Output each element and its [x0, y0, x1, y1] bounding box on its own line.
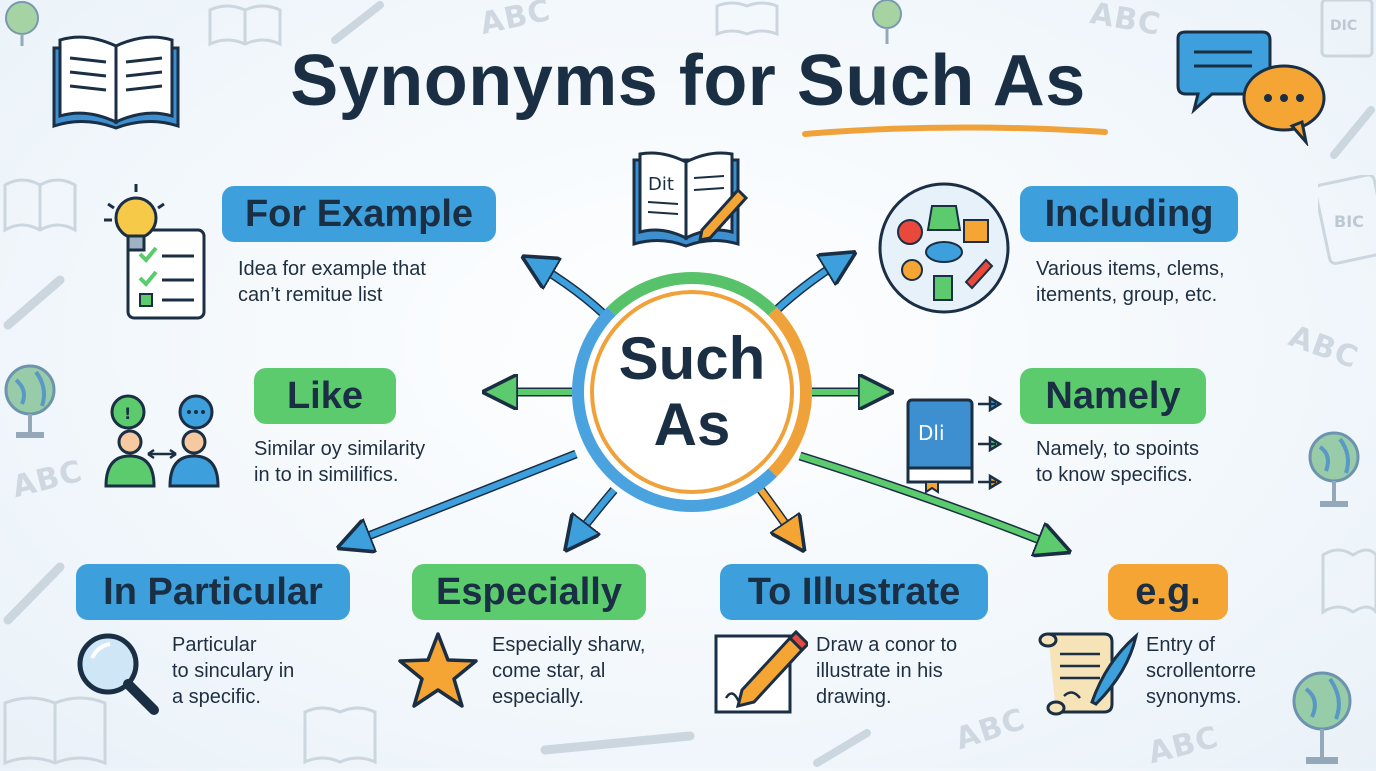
dictionary-pencil-icon: Dit [632, 151, 748, 248]
svg-text:!: ! [124, 404, 131, 423]
people-talking-icon: ! [104, 394, 220, 488]
page-title: Synonyms for Such As [0, 40, 1376, 122]
svg-text:Dli: Dli [918, 421, 945, 445]
dictionary-doodle-icon: DIC [1320, 0, 1374, 58]
term-in-particular: In Particular [76, 564, 350, 620]
term-especially: Especially [412, 564, 646, 620]
desc-for-example: Idea for example that can’t remitue list [238, 258, 426, 306]
term-to-illustrate: To Illustrate [720, 564, 988, 620]
globe-icon [1308, 431, 1360, 507]
center-inner: Such As [590, 290, 794, 494]
book-arrows-icon: Dli [906, 395, 1003, 494]
desc-in-particular: Particular to sinculary in a specific. [172, 634, 295, 708]
pencil-doodle-icon [3, 562, 65, 625]
svg-text:Dit: Dit [648, 174, 674, 195]
pencil-doodle-icon [3, 275, 65, 330]
globe-icon [1292, 671, 1352, 764]
title-highlight: Such As [796, 41, 1086, 121]
items-circle-icon [878, 182, 1010, 314]
center-text-line2: As [653, 391, 731, 458]
pencil-doodle-icon [540, 731, 695, 755]
open-book-doodle-icon [208, 4, 282, 47]
pencil-drawing-icon [714, 629, 808, 714]
term-like: Like [254, 368, 396, 424]
open-book-doodle-icon [1321, 548, 1376, 615]
open-book-icon [52, 35, 180, 130]
desc-eg: Entry of scrollentorre synonyms. [1146, 634, 1257, 708]
pencil-doodle-icon [1330, 106, 1375, 159]
desc-including: Various items, clems, itements, group, e… [1036, 258, 1225, 306]
speech-bubbles-icon [1176, 30, 1326, 146]
globe-icon [5, 1, 39, 46]
open-book-doodle-icon [3, 696, 107, 766]
desc-to-illustrate: Draw a conor to illustrate in his drawin… [816, 634, 958, 708]
term-namely: Namely [1020, 368, 1206, 424]
lightbulb-checklist-icon [104, 184, 206, 320]
arrow-in-particular [348, 449, 578, 544]
center-text-line1: Such [618, 325, 766, 392]
term-for-example: For Example [222, 186, 496, 242]
arrow-eg [798, 451, 1060, 548]
dictionary-doodle-icon: BIC [1318, 175, 1376, 265]
term-including: Including [1020, 186, 1238, 242]
open-book-doodle-icon [715, 1, 779, 37]
title-underline [802, 124, 1108, 137]
svg-text:BIC: BIC [1334, 212, 1364, 231]
star-icon [398, 632, 478, 708]
term-eg: e.g. [1108, 564, 1228, 620]
magnifier-icon [77, 633, 159, 715]
open-book-doodle-icon [3, 178, 77, 233]
arrow-especially [572, 487, 618, 542]
desc-namely: Namely, to spoints to know specifics. [1036, 438, 1200, 486]
scroll-quill-icon [1038, 631, 1139, 716]
desc-especially: Especially sharw, come star, al especial… [492, 634, 646, 708]
pencil-doodle-icon [331, 1, 384, 44]
globe-icon [4, 364, 56, 438]
globe-icon [872, 0, 902, 44]
center-circle: Such As [572, 272, 812, 512]
pencil-doodle-icon [813, 729, 871, 767]
desc-like: Similar oy similarity in to in similific… [254, 438, 426, 486]
open-book-doodle-icon [303, 706, 377, 765]
svg-text:DIC: DIC [1330, 18, 1357, 34]
title-prefix: Synonyms for [290, 41, 797, 121]
